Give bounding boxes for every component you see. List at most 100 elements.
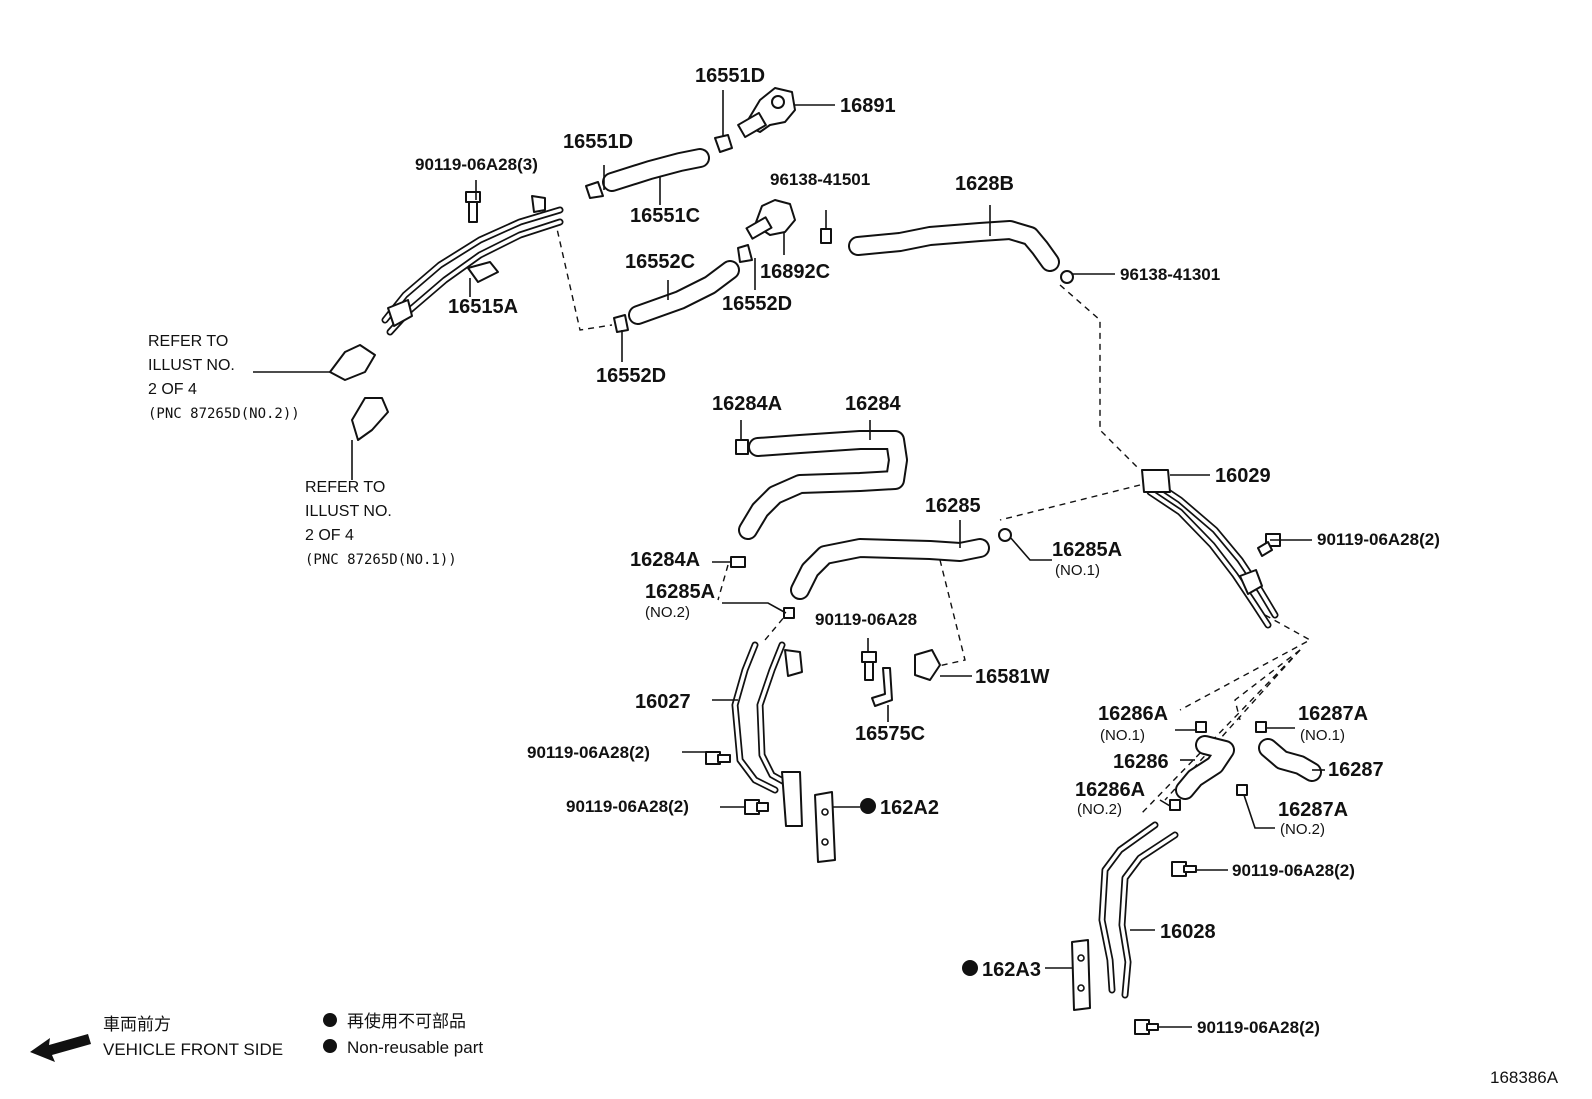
label-96138-41501: 96138-41501 [770,170,870,189]
label-90119-06A28-3: 90119-06A28(3) [415,155,538,174]
part-90119-bolt-single [861,651,877,681]
legend-dot-icon-1 [323,1013,337,1027]
label-16285A-no2: 16285A [645,581,715,603]
part-16581W-clip [914,649,941,681]
connector-ref-no1 [351,397,389,441]
ref2-line3: 2 OF 4 [305,527,354,544]
label-16287A-no2: 16287A [1278,799,1348,821]
label-16575C: 16575C [855,723,925,745]
part-16284A-clamp-bottom [730,556,746,568]
label-16286A-no1-sub: (NO.1) [1100,727,1145,744]
part-16287-hose [1258,738,1322,782]
part-90119-bolt-2-a [1257,533,1281,557]
part-90119-bolt-3 [465,191,481,223]
label-16891: 16891 [840,95,896,117]
part-16285A-clamp-no2 [783,607,795,619]
label-16287A-no1: 16287A [1298,703,1368,725]
part-162A3-gasket [1071,939,1091,1011]
label-16286A-no1: 16286A [1098,703,1168,725]
part-16287A-clamp-no1 [1255,721,1267,733]
part-96138-41501-plug [820,228,832,244]
label-16552D-bottom: 16552D [596,365,666,387]
part-16284-hose [738,430,908,540]
label-16551D-mid: 16551D [563,131,633,153]
part-16286A-clamp-no1 [1195,721,1207,733]
part-16286-hose [1175,735,1235,800]
part-16029-pipe [1141,469,1279,629]
label-90119-06A28-2-c: 90119-06A28(2) [566,797,689,816]
label-16284A-bottom: 16284A [630,549,700,571]
ref2-line2: ILLUST NO. [305,503,392,520]
label-96138-41301: 96138-41301 [1120,265,1220,284]
label-90119-06A28-2-b: 90119-06A28(2) [527,743,650,762]
legend-nonreuse-jp: 再使用不可部品 [347,1011,466,1031]
refer-note-no2: REFER TO ILLUST NO. 2 OF 4 (PNC 87265D(N… [148,333,300,422]
part-16551D-clamp-mid [585,181,604,199]
part-16027-pipe [731,641,803,827]
diagram-code: 168386A [1490,1068,1559,1087]
legend-nonreuse-en: Non-reusable part [347,1038,483,1057]
part-90119-bolt-2-e [1134,1019,1159,1035]
label-16286: 16286 [1113,751,1169,773]
part-16287A-clamp-no2 [1236,784,1248,796]
label-90119-06A28-2-e: 90119-06A28(2) [1197,1018,1320,1037]
label-90119-06A28-2-a: 90119-06A28(2) [1317,530,1440,549]
ref1-line4: (PNC 87265D(NO.2)) [148,406,300,422]
label-16552D-right: 16552D [722,293,792,315]
label-16285A-no1-sub: (NO.1) [1055,562,1100,579]
part-16028-pipe [1098,821,1179,999]
label-90119-06A28-single: 90119-06A28 [815,610,917,629]
label-16285: 16285 [925,495,981,517]
part-16285A-clamp-no1 [998,528,1012,542]
part-16285-hose [790,538,990,600]
label-16028: 16028 [1160,921,1216,943]
label-16287: 16287 [1328,759,1384,781]
non-reusable-dot-162A3 [962,960,978,976]
label-1628B: 1628B [955,173,1014,195]
refer-note-no1: REFER TO ILLUST NO. 2 OF 4 (PNC 87265D(N… [305,479,457,568]
part-16891-housing [737,87,796,139]
ref1-line2: ILLUST NO. [148,357,235,374]
connector-ref-no2 [329,344,376,381]
label-16286A-no2: 16286A [1075,779,1145,801]
part-16515A-pipe [381,195,564,336]
label-16027: 16027 [635,691,691,713]
label-162A3: 162A3 [982,959,1041,981]
part-16552D-clamp-right [737,244,753,263]
part-16575C-bracket [871,667,893,707]
label-16285A-no2-sub: (NO.2) [645,604,690,621]
label-90119-06A28-2-d: 90119-06A28(2) [1232,861,1355,880]
part-16284A-clamp-top [735,439,749,455]
ref1-line1: REFER TO [148,333,228,350]
vehicle-front-arrow-icon [30,1034,91,1062]
ref2-line4: (PNC 87265D(NO.1)) [305,552,457,568]
non-reusable-dot-162A2 [860,798,876,814]
legend-front-jp: 車両前方 [103,1015,171,1034]
part-16552C-hose [628,260,740,325]
part-16552D-clamp-bottom [613,314,629,333]
part-90119-bolt-2-b [705,751,731,765]
part-16551D-clamp-top [714,90,733,153]
label-16287A-no1-sub: (NO.1) [1300,727,1345,744]
legend-front-en: VEHICLE FRONT SIDE [103,1040,283,1059]
label-16552C: 16552C [625,251,695,273]
legend: 車両前方 VEHICLE FRONT SIDE 再使用不可部品 Non-reus… [30,1011,483,1062]
label-16284A-top: 16284A [712,393,782,415]
label-16581W: 16581W [975,666,1050,688]
ref1-line3: 2 OF 4 [148,381,197,398]
leader-lines [469,104,1325,1028]
part-16286A-clamp-no2 [1169,799,1181,811]
label-16029: 16029 [1215,465,1271,487]
label-16284: 16284 [845,393,901,415]
legend-dot-icon-2 [323,1039,337,1053]
label-162A2: 162A2 [880,797,939,819]
part-16892C-housing [745,199,796,240]
part-90119-bolt-2-d [1171,861,1197,877]
part-162A2-gasket [814,791,836,863]
part-96138-41301-clip [1060,270,1074,284]
label-16515A: 16515A [448,296,518,318]
part-1628B-hose [848,220,1060,272]
label-16286A-no2-sub: (NO.2) [1077,801,1122,818]
label-16551D-top: 16551D [695,65,765,87]
